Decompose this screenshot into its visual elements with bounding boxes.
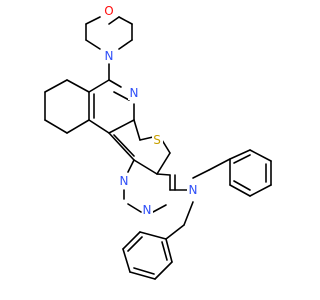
sulfur-atom-label: S: [153, 133, 161, 147]
molecule-structure-diagram: O N N S N N N: [44, 4, 272, 280]
pyridine-nitrogen-label: N: [130, 86, 139, 100]
pyrimidine-nitrogen-label-2: N: [143, 203, 152, 217]
atom-labels: O N N S N N N: [104, 4, 198, 217]
bond-lines: [44, 16, 272, 280]
amine-nitrogen-label: N: [189, 183, 198, 197]
pyrimidine-nitrogen-label-1: N: [120, 174, 129, 188]
oxygen-atom-label: O: [104, 4, 113, 18]
morpholine-nitrogen-label: N: [105, 49, 114, 63]
